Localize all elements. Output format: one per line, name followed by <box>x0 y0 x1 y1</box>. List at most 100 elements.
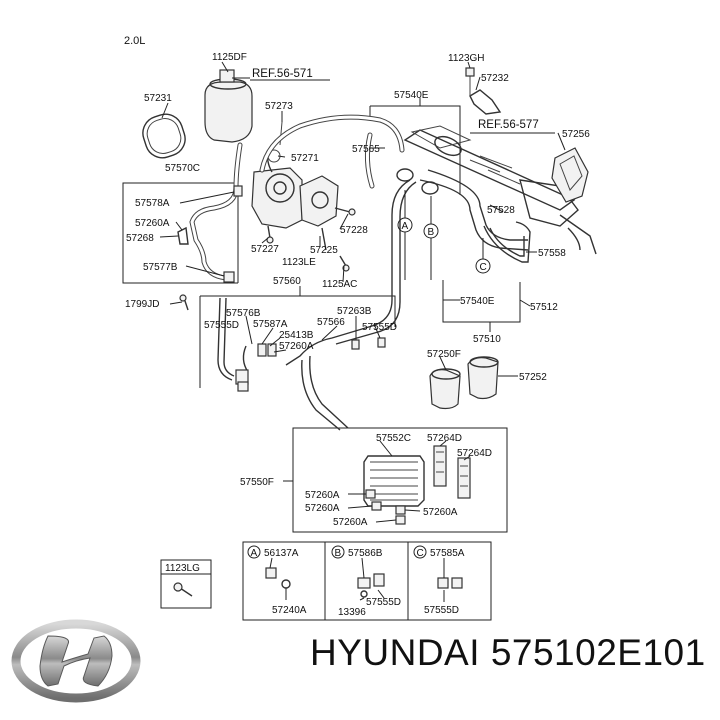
svg-text:B: B <box>428 227 435 238</box>
part-label: 57540E <box>394 90 429 101</box>
clamp-57260A-upper <box>237 381 249 392</box>
bolt-1125AC <box>339 255 350 272</box>
brackets-57264D <box>433 445 471 499</box>
part-label: 1123LE <box>282 257 316 268</box>
engine-label: 2.0L <box>124 35 145 47</box>
ref-label-56-571: REF.56-571 <box>252 68 313 80</box>
callout-b: B <box>423 196 439 280</box>
cover-57252 <box>467 356 499 400</box>
legend-callout-b: B <box>331 545 345 559</box>
part-label: 57263B <box>337 306 372 317</box>
cooler-pipes <box>217 169 529 431</box>
svg-text:C: C <box>480 262 487 273</box>
part-label: 1123GH <box>448 53 485 64</box>
brand-name: HYUNDAI <box>310 632 481 673</box>
oil-cooler-57552C <box>363 455 425 507</box>
part-label: 1125AC <box>322 279 357 290</box>
part-label: 57260A <box>135 218 170 229</box>
part-label: 57555D <box>204 320 239 331</box>
part-label: 57578A <box>135 198 170 209</box>
pressure-hose-main <box>259 114 405 189</box>
part-label: 57268 <box>126 233 154 244</box>
hose-assembly-57576B <box>235 343 277 385</box>
bolt-57228 <box>334 207 356 216</box>
svg-text:B: B <box>335 548 342 559</box>
part-label: 57260A <box>305 503 340 514</box>
legend-box-abc <box>242 541 492 621</box>
hyundai-logo <box>11 619 141 703</box>
legend-callout-c: C <box>413 545 427 559</box>
part-label: 57260A <box>333 517 368 528</box>
part-label: 57227 <box>251 244 279 255</box>
callout-c: C <box>475 238 491 274</box>
ref-label-56-577: REF.56-577 <box>478 119 539 131</box>
bolt-1799JD <box>179 294 189 311</box>
part-label: 57256 <box>562 129 590 140</box>
part-label: 57550F <box>240 477 274 488</box>
svg-text:C: C <box>417 548 424 559</box>
leader-lines <box>159 61 566 602</box>
legend-a-parts <box>265 567 291 589</box>
clamps-57260A-cooler <box>365 489 406 525</box>
group-box-57570C <box>122 182 239 284</box>
clamp-57263B <box>351 339 360 350</box>
part-label: 57528 <box>487 205 515 216</box>
part-label: 57540E <box>460 296 495 307</box>
part-label: 57273 <box>265 101 293 112</box>
bracket-57256 <box>551 147 589 203</box>
part-labels: 1125DF 1123GH 57232 57231 57273 57540E 5… <box>125 52 590 618</box>
part-label: 57264D <box>427 433 462 444</box>
part-label: 57555D <box>362 322 397 333</box>
bolt-57227 <box>266 225 274 244</box>
part-label: 57586B <box>348 548 383 559</box>
steering-gear-box <box>403 125 597 255</box>
clamp-57555D <box>377 337 386 348</box>
part-label: 56137A <box>264 548 299 559</box>
svg-text:A: A <box>402 221 409 232</box>
part-label: 57587A <box>253 319 288 330</box>
part-label: 57512 <box>530 302 558 313</box>
group-box-57560 <box>199 286 396 388</box>
group-box-57550F <box>292 427 508 533</box>
part-label: 57260A <box>423 507 458 518</box>
part-number: 575102E101 <box>490 632 706 673</box>
power-steering-pump <box>251 121 339 251</box>
part-label: 57560 <box>273 276 301 287</box>
part-label: 57228 <box>340 225 368 236</box>
part-label: 57576B <box>226 308 261 319</box>
bracket-57232 <box>465 67 502 115</box>
part-label: 57577B <box>143 262 178 273</box>
part-label: 57566 <box>317 317 345 328</box>
bolt-1123LG <box>173 582 193 597</box>
part-label: 57260A <box>279 341 314 352</box>
reservoir-tank <box>204 69 253 143</box>
part-label: 57558 <box>538 248 566 259</box>
callout-a: A <box>397 190 413 280</box>
part-label: 57252 <box>519 372 547 383</box>
reservoir-gasket-57231 <box>142 113 186 159</box>
part-label: 57232 <box>481 73 509 84</box>
part-label: 13396 <box>338 607 366 618</box>
svg-text:A: A <box>251 548 258 559</box>
clip-57268 <box>177 226 189 245</box>
group-box-57510 <box>442 280 521 332</box>
part-label: 57565 <box>352 144 380 155</box>
ref-leader-56-571 <box>232 77 330 81</box>
part-label: 57260A <box>305 490 340 501</box>
part-label: 25413B <box>279 330 314 341</box>
seal-rings-57540E <box>396 168 439 195</box>
part-number-caption: HYUNDAI 575102E101 <box>310 632 706 674</box>
part-label: 57264D <box>457 448 492 459</box>
legend-box-1123LG <box>160 559 212 609</box>
part-label: 57510 <box>473 334 501 345</box>
part-label: 57570C <box>165 163 200 174</box>
clamp-57577B <box>223 271 235 283</box>
part-label: 57555D <box>366 597 401 608</box>
part-label: 1125DF <box>212 52 247 63</box>
part-label: 57225 <box>310 245 338 256</box>
part-label: 57271 <box>291 153 319 164</box>
clamp-57578A <box>233 185 243 197</box>
part-label: 57250F <box>427 349 461 360</box>
part-label: 57231 <box>144 93 172 104</box>
